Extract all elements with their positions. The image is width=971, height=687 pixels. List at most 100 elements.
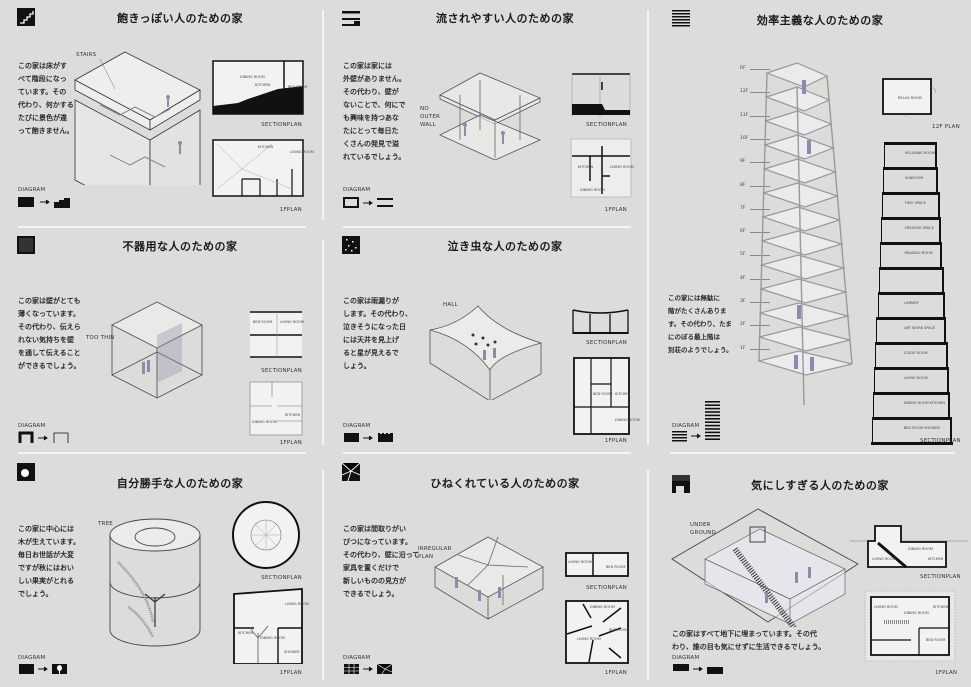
tower-floor [758, 302, 851, 328]
diagram-thick-to-thin-wall [18, 431, 69, 443]
stars-icon [342, 236, 360, 254]
section-floor-slab [878, 267, 944, 270]
12f-plan-label: 12F PLAN [932, 124, 960, 130]
room-label: LIVING ROOM [568, 560, 592, 564]
floor-leader-line [750, 69, 770, 70]
section-plan-drawing [232, 501, 300, 569]
panel-description: この家は壁がとても 薄くなっています。 その代わり、伝えら れない気持ちを壁 を… [18, 297, 81, 370]
tower-floor [762, 158, 838, 184]
diagram-stack-bar [705, 428, 720, 430]
section-floor-slab [881, 192, 940, 195]
section-plan-drawing [571, 73, 631, 117]
panel-selfish-person-house: 自分勝手な人のための家 この家に中心には 木が生えています。 毎日お世話が大変 … [0, 455, 322, 687]
panel-title: 飽きっぽい人のための家 [116, 12, 244, 25]
floor-leader-line [750, 92, 770, 93]
striped-square-icon [672, 10, 690, 27]
diagram-stack-bar [705, 401, 720, 403]
room-label: DINING ROOM [260, 636, 285, 640]
room-label: LIVING ROOM [610, 165, 634, 169]
divider [322, 470, 324, 680]
floor-leader-line [750, 138, 770, 140]
tower-floor [760, 206, 842, 232]
section-plan-label: SECTIONPLAN [920, 574, 961, 580]
section-room-label: ART WORK SPACE [904, 326, 936, 330]
diagram-stack-bar [705, 435, 720, 437]
section-floor: LIBRARY [877, 292, 945, 317]
section-floor-slab [873, 392, 951, 395]
thin-wall-square-icon [17, 236, 35, 254]
diagram-grid-to-irregular [344, 663, 393, 675]
divider [18, 452, 306, 454]
floor-label: 3F [740, 299, 746, 304]
room-label: KITCHEN [285, 413, 301, 417]
layered-bars-icon [342, 11, 360, 26]
floor-label: 10F [740, 135, 749, 141]
panel-description: この家に中心には 木が生えています。 毎日お世話が大変 ですが秋にはおい しい果… [18, 525, 80, 598]
section-room-label: STAGE ROOM [904, 351, 928, 355]
floor-label: 1F [740, 345, 746, 351]
floor-label: 11F [740, 112, 749, 118]
floor-leader-line [750, 162, 770, 163]
tower-floor [757, 326, 851, 352]
section-floor-slab [880, 217, 941, 220]
room-label: BED ROOM [926, 638, 946, 642]
room-label: LIVING ROOM [290, 150, 314, 154]
tower-floor [760, 230, 844, 256]
callout-label: IRREGULAR PLAN [418, 546, 452, 560]
panel-description: この家は雨漏りが します。その代わり、 泣きそうになった日 には天井を見上げ る… [343, 297, 413, 370]
floor-label: 9F [740, 159, 746, 165]
floor-label: 2F [740, 322, 746, 328]
room-label: BED ROOM [288, 85, 308, 89]
diagram-stack-bar [705, 414, 720, 417]
room-label: RELAX ROOM [898, 96, 922, 100]
diagram-label: DIAGRAM [343, 655, 371, 661]
diagram-stack-bar [705, 431, 720, 434]
tower-floor [758, 278, 849, 304]
floor-plan-drawing [570, 138, 632, 198]
floor-label: 8F [740, 182, 746, 188]
room-label: BED ROOM [609, 628, 629, 632]
panel-title: ひねくれている人のための家 [430, 477, 580, 490]
panel-easily-swayed-person-house: 流されやすい人のための家 この家は家には 外壁がありません。 その代わり、壁が … [325, 0, 647, 225]
callout-label: TREE [98, 521, 113, 527]
section-room-label: FREE SPACE [904, 201, 926, 205]
underground-icon [672, 475, 690, 493]
panel-description: この家は床がす べて階段になっ ています。その 代わり、何かする たびに景色が違… [18, 62, 74, 135]
panel-description: この家は間取りがい びつになっています。 その代わり、壁に沿って 家具を置くだけ… [343, 525, 420, 598]
axonometric-drawing [439, 72, 542, 160]
axonometric-drawing [671, 508, 859, 627]
tower-axonometric-drawing [756, 62, 853, 406]
section-floor: STAGE ROOM [875, 342, 948, 367]
divider [322, 240, 324, 445]
room-label: BED ROOM [253, 320, 273, 324]
section-room-label: BED ROOM SHOWER [903, 426, 940, 430]
floor-plan-drawing [212, 139, 304, 197]
room-label: SHOWER [284, 650, 300, 654]
diagram-stack-bar [705, 407, 720, 410]
section-plan-label: SECTIONPLAN [586, 122, 627, 128]
diagram-label: DIAGRAM [672, 423, 700, 429]
panel-clumsy-person-house: 不器用な人のための家 この家は壁がとても 薄くなっています。 その代わり、伝えら… [0, 228, 322, 450]
section-floor-slab [879, 242, 943, 245]
room-label: LIVING ROOM [872, 557, 896, 561]
room-label: DINING ROOM [615, 418, 640, 422]
floor-plan-label: 1FPLAN [279, 440, 302, 446]
room-label: KITCHEN [255, 83, 271, 87]
section-room-label: RELAXING ROOM [905, 151, 935, 155]
axonometric-drawing [429, 305, 543, 400]
section-plan-drawing [572, 309, 629, 334]
floor-plan-label: 1FPLAN [604, 670, 627, 676]
floor-label: 4F [740, 275, 746, 281]
diagram-stack-bar [705, 411, 720, 413]
room-label: KITCHEN [238, 631, 254, 635]
section-plan-drawing [250, 311, 302, 358]
diagram-label: DIAGRAM [343, 187, 371, 193]
diagram-label: DIAGRAM [18, 187, 46, 193]
floor-plan-drawing [864, 590, 956, 662]
panel-title: 効率主義な人のための家 [756, 14, 884, 27]
callout-label: NO OUTER WALL [420, 106, 441, 128]
section-plan-drawing [565, 552, 629, 577]
section-floor-slab [884, 142, 937, 145]
room-label: KITCHEN [615, 392, 631, 396]
